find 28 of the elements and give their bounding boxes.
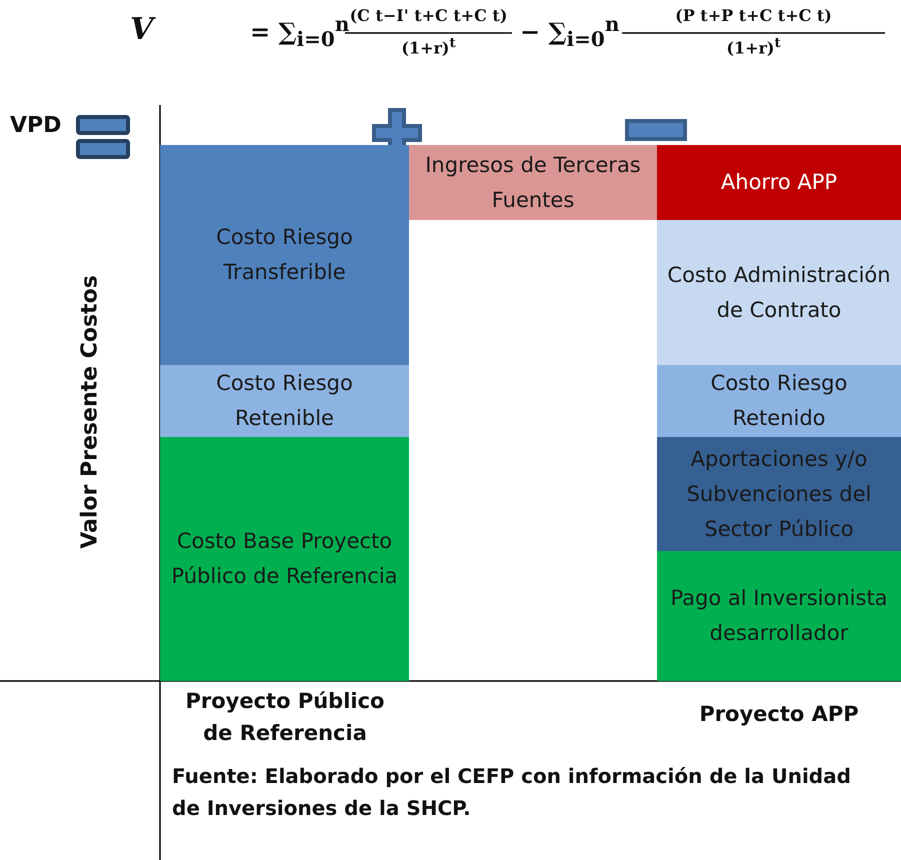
block-label: Costo Riesgo Transferible [215, 224, 354, 286]
cost-block [160, 437, 409, 681]
axis-label: VPD [10, 113, 62, 138]
block-label: Ahorro APP [720, 169, 838, 196]
cost-block [657, 220, 901, 365]
block-label: Costo Administración de Contrato [666, 262, 892, 324]
block-label: Ingresos de Terceras Fuentes [424, 152, 642, 214]
savings-block [657, 145, 901, 220]
axis-title: Valor Presente Costos [78, 275, 102, 549]
formula-numerator: (C t−I' t+C t+C t) [349, 6, 508, 25]
formula-variable: V [130, 12, 154, 47]
category-label: Proyecto Público de Referencia [184, 688, 386, 747]
payment-block [657, 551, 901, 681]
formula-denominator: (1+r)$^{t}$ [725, 35, 782, 58]
formula-numerator: (P t+P t+C t+C t) [674, 6, 833, 25]
income-block [409, 145, 657, 220]
contribution-block [657, 437, 901, 551]
block-label: Pago al Inversionista desarrollador [669, 585, 889, 647]
cost-block [160, 365, 409, 437]
source-note: Fuente: Elaborado por el CEFP con información de la Unidad de Inversiones de la SHCP. [172, 763, 852, 822]
block-label: Costo Riesgo Retenido [710, 370, 848, 432]
formula-denominator: (1+r)$^{t}$ [400, 35, 457, 58]
block-label: Aportaciones y/o Subvenciones del Sector Público [686, 446, 872, 542]
block-label: Costo Base Proyecto Público de Referencia [170, 528, 399, 590]
block-label: Costo Riesgo Retenible [215, 370, 354, 432]
cost-block [657, 365, 901, 437]
category-label: Proyecto APP [698, 702, 860, 726]
cost-block [160, 145, 409, 365]
